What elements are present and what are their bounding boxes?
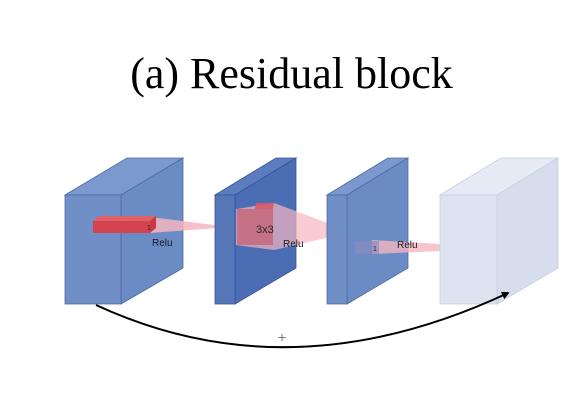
kernel-front-c	[355, 241, 379, 254]
hidden-feature-map-1-front	[214, 194, 236, 305]
kernel-projection-a	[150, 217, 230, 233]
kernel-front-a	[93, 221, 150, 233]
skip-connection-plus: +	[277, 330, 286, 347]
conv-3x3-kernel: 3x3	[236, 203, 352, 250]
output-feature-map	[438, 157, 560, 305]
kernel-side-a	[150, 216, 156, 233]
kernel-label-c: 1	[373, 246, 377, 253]
activation-label-c: Relu	[397, 240, 418, 251]
output-feature-map-front	[439, 194, 498, 305]
kernel-top-a	[93, 216, 156, 221]
kernel-top-b	[255, 203, 274, 209]
kernel-label-b: 3x3	[256, 224, 274, 236]
conv-1x1-kernel-a: 1	[93, 216, 230, 233]
skip-connection-arrow	[95, 291, 510, 349]
kernel-front-b	[237, 209, 273, 245]
activation-label-b: Relu	[283, 239, 304, 250]
diagram-title: (a) Residual block	[130, 49, 453, 98]
input-feature-map-front	[64, 194, 122, 305]
hidden-feature-map-2-front	[326, 194, 348, 305]
skip-connection: +	[95, 291, 510, 349]
hidden-feature-map-2	[325, 157, 410, 305]
activation-label-a: Relu	[152, 238, 173, 249]
kernel-label-a: 1	[147, 225, 151, 232]
